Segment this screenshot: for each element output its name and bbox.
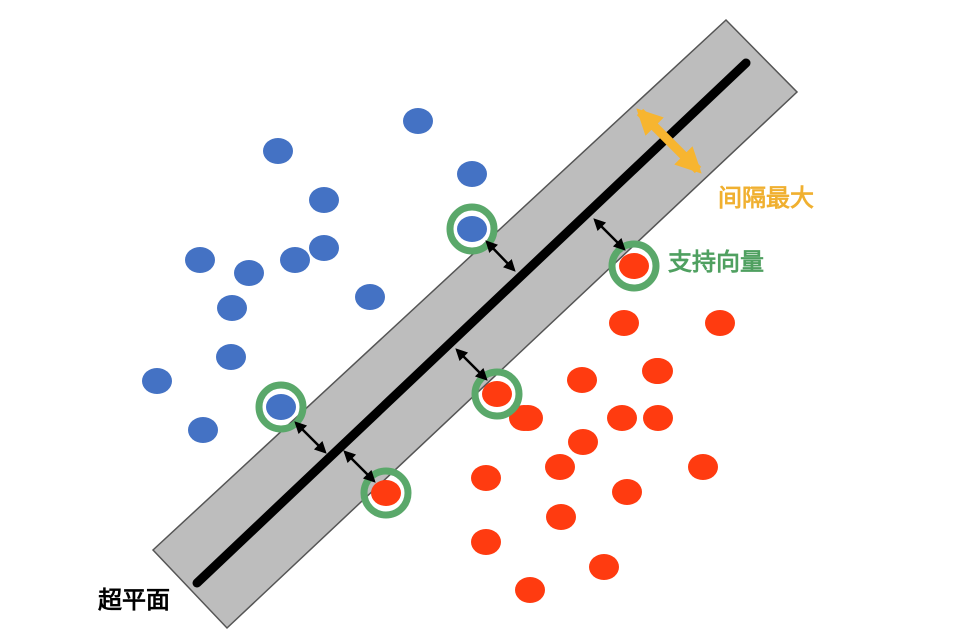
blue-point [266, 394, 296, 420]
red-point [546, 504, 576, 530]
points-layer [142, 108, 735, 603]
arrows-layer [294, 108, 702, 483]
distance-arrow [455, 348, 488, 381]
hyperplane-label: 超平面 [98, 586, 170, 614]
red-point [371, 480, 401, 506]
red-point [471, 465, 501, 491]
red-point [545, 454, 575, 480]
blue-point [457, 161, 487, 187]
red-point [643, 405, 673, 431]
blue-point [403, 108, 433, 134]
support-vector-ring [608, 240, 660, 292]
red-point [589, 554, 619, 580]
red-point [607, 405, 637, 431]
red-point [515, 577, 545, 603]
max-margin-label: 间隔最大 [718, 184, 814, 212]
distance-arrow [485, 240, 516, 272]
blue-point [309, 235, 339, 261]
blue-point [280, 247, 310, 273]
support-vectors-label: 支持向量 [668, 248, 764, 276]
red-point [643, 358, 673, 384]
support-vector-ring [255, 381, 307, 433]
red-point [509, 405, 539, 431]
support-vector-ring [446, 203, 498, 255]
red-point [568, 429, 598, 455]
blue-point [216, 344, 246, 370]
blue-point [309, 187, 339, 213]
red-point [609, 310, 639, 336]
blue-point [355, 284, 385, 310]
blue-point [142, 368, 172, 394]
red-point [482, 381, 512, 407]
distance-arrow [593, 218, 626, 251]
red-point [612, 479, 642, 505]
red-point [619, 253, 649, 279]
distance-arrow [294, 421, 327, 454]
blue-point [263, 138, 293, 164]
distance-arrow [343, 450, 376, 483]
support-vector-ring [471, 368, 523, 420]
blue-point [457, 216, 487, 242]
red-point [471, 529, 501, 555]
red-point [688, 454, 718, 480]
max-margin-arrow [636, 108, 702, 174]
red-point [567, 367, 597, 393]
blue-point [217, 295, 247, 321]
red-point [705, 310, 735, 336]
blue-point [185, 247, 215, 273]
blue-point [234, 260, 264, 286]
support-vector-ring [360, 467, 412, 519]
blue-point [188, 417, 218, 443]
